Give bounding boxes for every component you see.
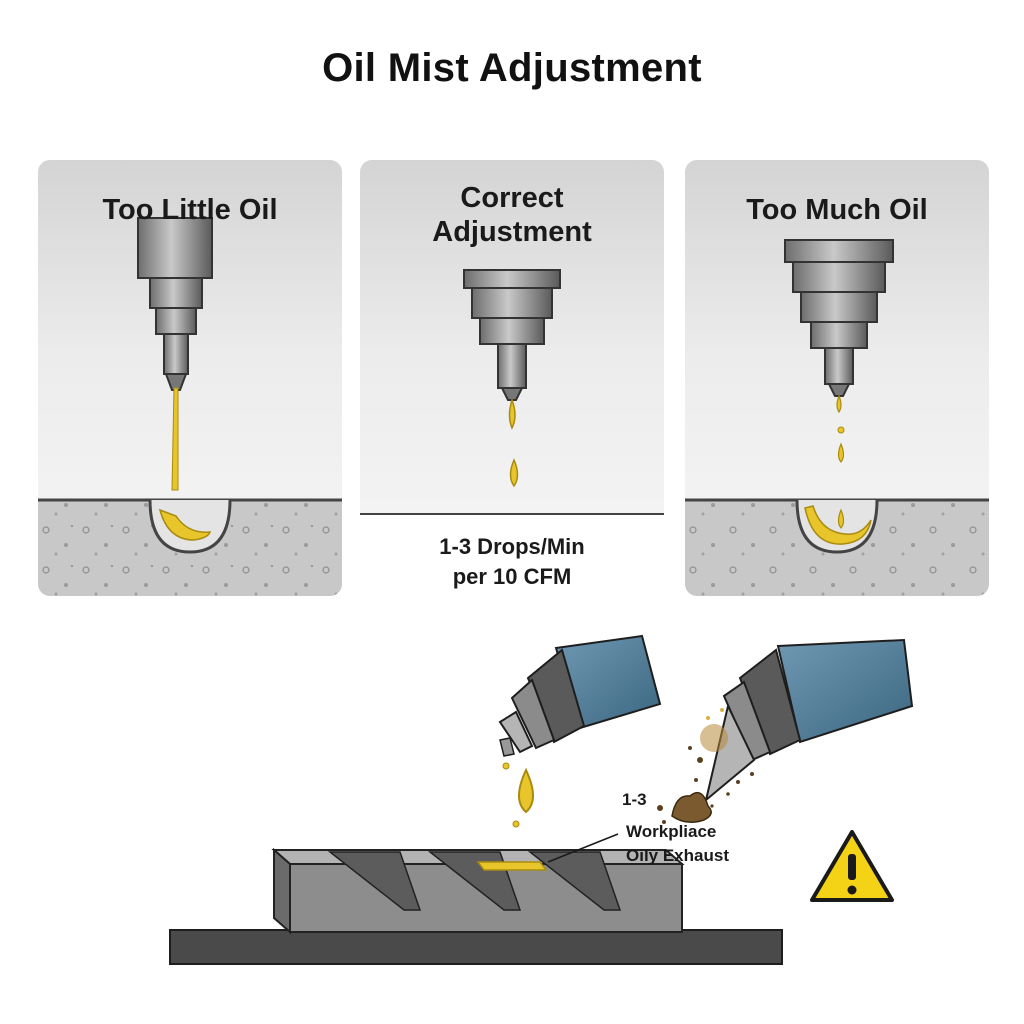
oil-spot (476, 861, 548, 871)
oil-drop-large (518, 767, 534, 814)
correct-adjustment-illustration (360, 269, 664, 596)
oil-drop (837, 442, 845, 463)
oily-residue-icon (657, 791, 712, 824)
panel-title-too-little-oil: Too Little Oil (102, 194, 278, 226)
callout-oily-exhaust: Oily Exhaust (626, 846, 729, 865)
panel-too-much-oil: Too Much Oil (685, 160, 989, 596)
nozzle-icon (784, 239, 894, 397)
spray-nozzle-right (704, 638, 914, 803)
oil-drop (508, 397, 516, 430)
oil-pool (158, 508, 212, 541)
oil-pool (804, 505, 872, 545)
warning-icon (810, 830, 894, 902)
spray-nozzle-left (498, 634, 662, 757)
nozzle-icon (137, 217, 213, 391)
callout-number: 1-3 (622, 790, 647, 809)
too-little-oil-illustration (38, 217, 342, 596)
caption-drop-rate: 1-3 Drops/Min (439, 534, 585, 559)
page-title: Oil Mist Adjustment (322, 46, 702, 90)
panel-too-little-oil: Too Little Oil (38, 160, 342, 596)
too-much-oil-illustration (685, 239, 989, 596)
panel-correct-adjustment: Correct Adjustment 1-3 Drops/Min per 10 … (360, 160, 664, 596)
machining-scene (169, 634, 914, 965)
oil-drop (836, 394, 842, 414)
oil-droplet (837, 426, 845, 434)
oil-drop (837, 508, 845, 529)
callout-workpiece: Workpliace (626, 822, 717, 841)
nozzle-icon (463, 269, 561, 401)
caption-flow-rate: per 10 CFM (452, 564, 572, 589)
oil-stream (171, 387, 179, 491)
panel-title-correct-line2: Adjustment (432, 216, 592, 248)
oil-spray-particles (688, 708, 754, 808)
workpiece-block (271, 847, 685, 935)
panel-title-correct-line1: Correct (460, 182, 564, 214)
panel-title-too-much-oil: Too Much Oil (746, 194, 928, 226)
oil-drop (509, 458, 519, 488)
base-plate (169, 929, 783, 965)
callout-line (547, 833, 619, 863)
